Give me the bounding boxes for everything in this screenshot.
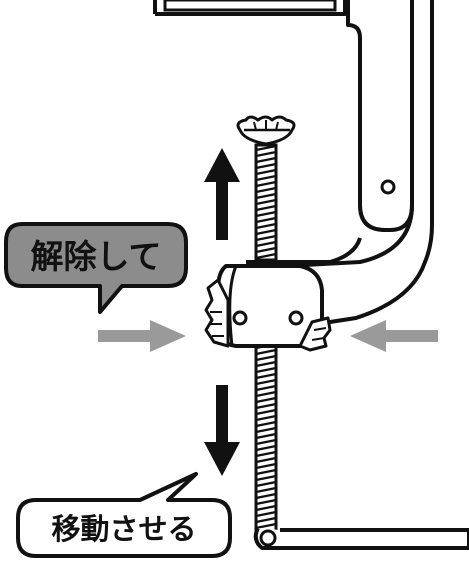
move-bubble: 移動させる — [16, 472, 232, 558]
release-bubble: 解除して — [4, 222, 188, 314]
screw-rod-lower — [254, 340, 278, 534]
block-hole-left-icon — [232, 310, 248, 326]
arrow-down-icon — [204, 385, 240, 476]
move-label: 移動させる — [51, 512, 196, 546]
screw-knob — [236, 115, 296, 146]
screw-rod-upper — [254, 143, 278, 262]
release-label: 解除して — [30, 237, 161, 276]
frame-hole-icon — [380, 179, 396, 195]
arrow-right-icon — [98, 320, 186, 352]
release-block — [204, 264, 332, 352]
arrow-up-icon — [204, 148, 240, 240]
clamp-foot — [253, 527, 469, 550]
block-hole-right-icon — [288, 310, 304, 326]
table-plate — [153, 0, 347, 16]
clamp-frame — [246, 0, 434, 324]
arrow-left-icon — [350, 320, 438, 352]
